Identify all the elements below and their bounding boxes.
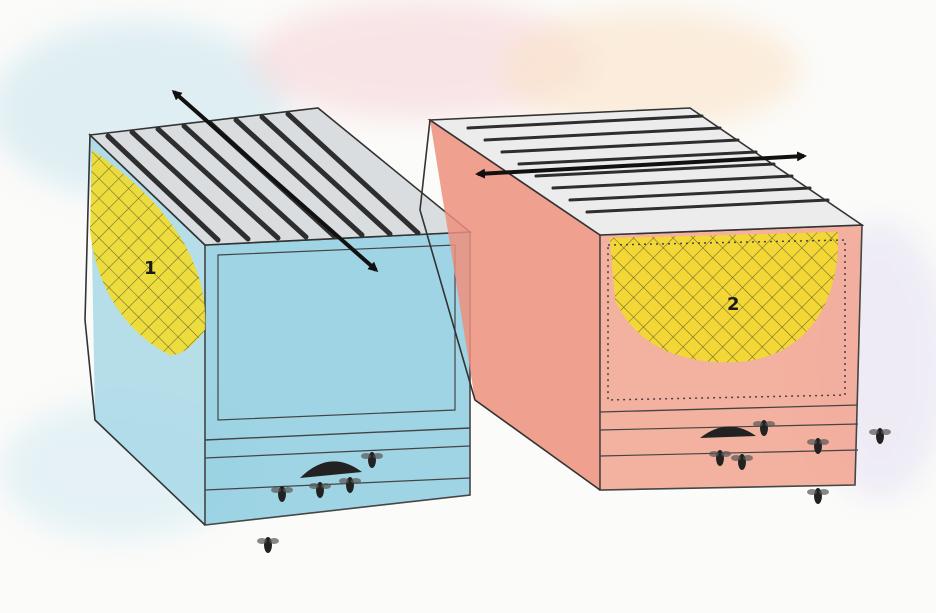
hive-1-front <box>205 232 470 525</box>
hive-2 <box>420 108 891 504</box>
hive-1-label: 1 <box>144 258 157 279</box>
bee-icon <box>807 488 829 504</box>
hive-2-label: 2 <box>727 294 740 315</box>
bee-icon <box>257 537 279 553</box>
